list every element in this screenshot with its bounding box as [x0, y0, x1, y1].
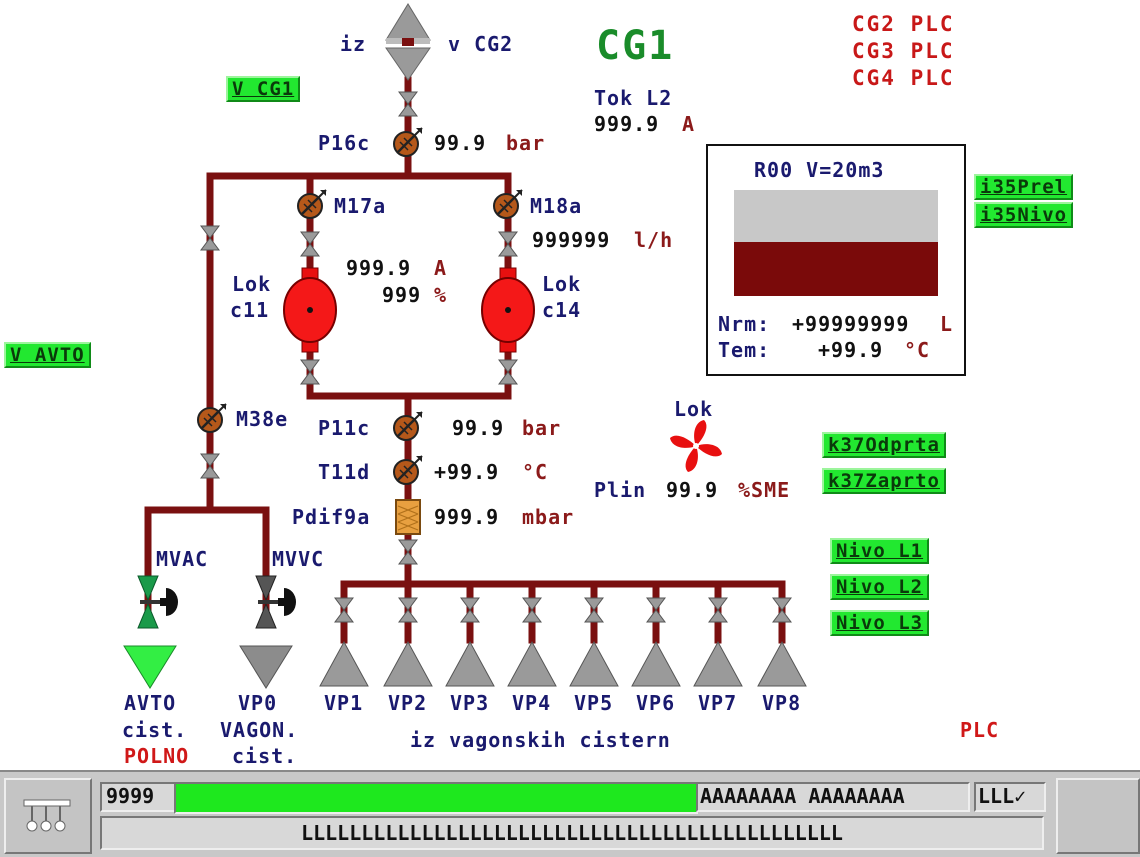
p16c-value: 99.9	[434, 131, 487, 155]
tank-liquid-level	[734, 242, 938, 296]
k37zaprto-button[interactable]: k37Zaprto	[822, 468, 946, 494]
progress-fill	[176, 784, 696, 812]
avto-outlet	[123, 645, 177, 689]
tank-title: R00 V=20m3	[754, 158, 885, 182]
fan-icon	[670, 420, 722, 472]
i35nivo-button[interactable]: i35Nivo	[974, 202, 1074, 228]
tank-nrm-label: Nrm:	[718, 312, 771, 336]
link-cg2-plc[interactable]: CG2 PLC	[852, 12, 955, 36]
tank-tem-label: Tem:	[718, 338, 771, 362]
link-cg4-plc[interactable]: CG4 PLC	[852, 66, 955, 90]
tank-nrm-unit: L	[940, 312, 954, 336]
k37odprta-button[interactable]: k37Odprta	[822, 432, 946, 458]
p11c-unit: bar	[522, 416, 562, 440]
t11d-value: +99.9	[434, 460, 500, 484]
m18a-unit: l/h	[634, 228, 674, 252]
plin-unit: %SME	[738, 478, 791, 502]
avto-status: POLNO	[124, 744, 190, 768]
tank-r00[interactable]: R00 V=20m3 Nrm: +99999999 L Tem: +99.9 °…	[706, 144, 966, 376]
pdif9a-unit: mbar	[522, 505, 575, 529]
top-valve-left-label: iz	[340, 32, 367, 56]
avto-label-line2: cist.	[122, 718, 188, 742]
filter-icon	[395, 499, 421, 535]
m17a-label: M17a	[334, 194, 387, 218]
mvac-label: MVAC	[156, 547, 209, 571]
m18a-value: 999999	[532, 228, 611, 252]
vp7-label: VP7	[698, 691, 738, 715]
p16c-unit: bar	[506, 131, 546, 155]
pump-percent-unit: %	[434, 283, 448, 307]
tank-tem-value: +99.9	[818, 338, 884, 362]
tank-empty-space	[734, 190, 938, 242]
process-scene: CG1 CG2 PLC CG3 PLC CG4 PLC iz v CG2 Tok…	[4, 3, 1074, 768]
nivo-l2-button[interactable]: Nivo L2	[830, 574, 930, 600]
p11c-value: 99.9	[452, 416, 505, 440]
vp0-label-line3: cist.	[232, 744, 298, 768]
progress-bar	[174, 782, 698, 814]
pump-current-unit: A	[434, 256, 448, 280]
vp3-label: VP3	[450, 691, 490, 715]
p16c-label: P16c	[318, 131, 371, 155]
v-avto-button[interactable]: V AVTO	[4, 342, 91, 368]
alarm-bell-button[interactable]	[4, 778, 92, 854]
m38e-label: M38e	[236, 407, 289, 431]
tank-tem-unit: °C	[904, 338, 931, 362]
tok-label: Tok L2	[594, 86, 673, 110]
pump-percent-value: 999	[382, 283, 422, 307]
pump-c14-label-line1: Lok	[542, 272, 582, 296]
acknowledge-button[interactable]: LLL✓	[974, 782, 1046, 812]
t11d-unit: °C	[522, 460, 549, 484]
pump-current-value: 999.9	[346, 256, 412, 280]
nivo-l1-button[interactable]: Nivo L1	[830, 538, 930, 564]
fan-label: Lok	[674, 397, 714, 421]
pump-c14[interactable]	[481, 267, 535, 353]
avto-label-line1: AVTO	[124, 691, 177, 715]
vp8-label: VP8	[762, 691, 802, 715]
pump-c11-label-line1: Lok	[232, 272, 272, 296]
m18a-label: M18a	[530, 194, 583, 218]
mvvc-valve[interactable]	[255, 575, 296, 629]
vp-inlets	[319, 640, 807, 687]
link-cg3-plc[interactable]: CG3 PLC	[852, 39, 955, 63]
counter-field: 9999	[100, 782, 176, 812]
vp4-label: VP4	[512, 691, 552, 715]
pump-c14-label-line2: c14	[542, 298, 582, 322]
vp0-label-line2: VAGON.	[220, 718, 299, 742]
pump-c11-label-line2: c11	[230, 298, 270, 322]
pdif9a-label: Pdif9a	[292, 505, 371, 529]
message-field: AAAAAAAA AAAAAAAA	[696, 782, 970, 812]
plc-status: PLC	[960, 718, 1000, 742]
mvac-valve[interactable]	[137, 575, 178, 629]
vp2-label: VP2	[388, 691, 428, 715]
top-valve-right-label: v CG2	[448, 32, 514, 56]
p11c-label: P11c	[318, 416, 371, 440]
t11d-label: T11d	[318, 460, 371, 484]
right-panel	[1056, 778, 1140, 854]
plin-value: 99.9	[666, 478, 719, 502]
v-cg1-button[interactable]: V CG1	[226, 76, 301, 102]
tank-nrm-value: +99999999	[792, 312, 910, 336]
plin-label: Plin	[594, 478, 647, 502]
bell-icon	[23, 799, 71, 832]
tok-unit: A	[682, 112, 696, 136]
manifold-caption: iz vagonskih cistern	[410, 728, 671, 752]
pipe-diagram	[123, 3, 807, 689]
i35prel-button[interactable]: i35Prel	[974, 174, 1074, 200]
vp1-label: VP1	[324, 691, 364, 715]
vp6-label: VP6	[636, 691, 676, 715]
vp0-outlet	[239, 645, 293, 689]
tok-value: 999.9	[594, 112, 660, 136]
pdif9a-value: 999.9	[434, 505, 500, 529]
message-line: LLLLLLLLLLLLLLLLLLLLLLLLLLLLLLLLLLLLLLLL…	[100, 816, 1044, 850]
status-bar: 9999 AAAAAAAA AAAAAAAA LLL✓ LLLLLLLLLLLL…	[0, 770, 1140, 857]
vp5-label: VP5	[574, 691, 614, 715]
page-title: CG1	[596, 23, 675, 69]
nivo-l3-button[interactable]: Nivo L3	[830, 610, 930, 636]
pump-c11[interactable]	[283, 267, 337, 353]
vp0-label-line1: VP0	[238, 691, 278, 715]
top-transfer-valve[interactable]	[385, 3, 431, 81]
mvvc-label: MVVC	[272, 547, 325, 571]
